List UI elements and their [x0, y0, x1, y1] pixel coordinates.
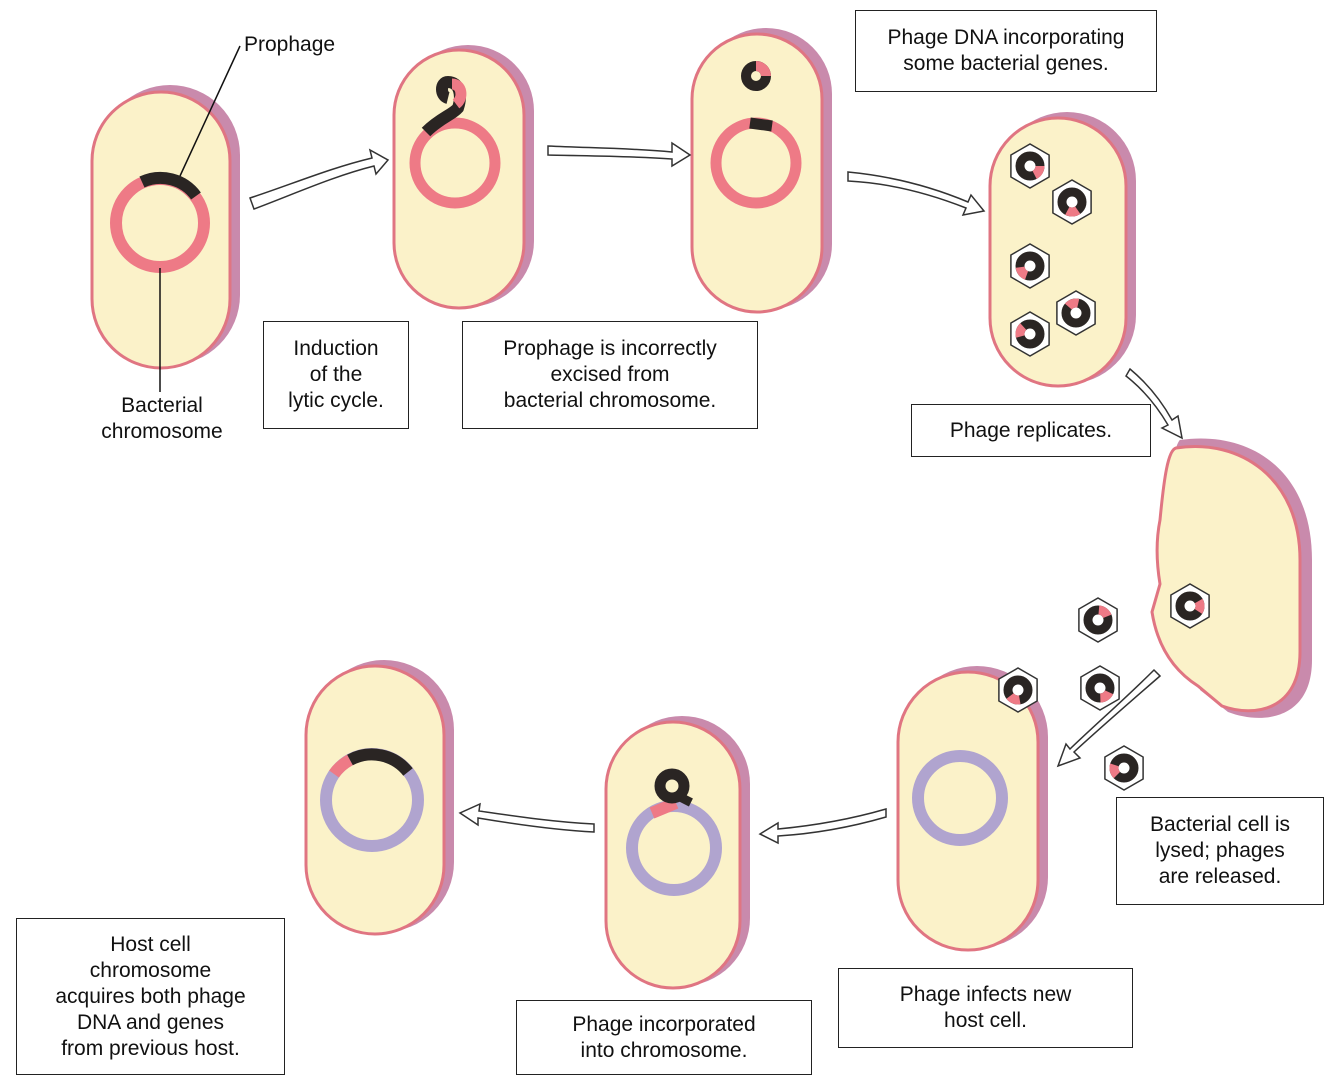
arrow-step-6 [760, 809, 886, 843]
phage-particle [1081, 666, 1119, 710]
bacterial-chromosome-label: Bacterial chromosome [82, 393, 242, 445]
arrow-step-1 [250, 150, 388, 209]
arrow-step-2 [548, 143, 690, 166]
phage-particle [1105, 746, 1143, 790]
step-induction-box: Induction of the lytic cycle. [263, 321, 409, 429]
arrow-step-7 [460, 804, 594, 832]
step-replicates-box: Phage replicates. [911, 404, 1151, 457]
step-infects-box: Phage infects new host cell. [838, 968, 1133, 1048]
step-incorporated-box: Phage incorporated into chromosome. [516, 1000, 812, 1075]
step-acquires-box: Host cell chromosome acquires both phage… [16, 918, 285, 1075]
step-incorporating-box: Phage DNA incorporating some bacterial g… [855, 10, 1157, 92]
phage-particle [1079, 598, 1117, 642]
cell-5-lysed [1152, 439, 1312, 718]
step-lysed-box: Bacterial cell is lysed; phages are rele… [1116, 797, 1324, 905]
prophage-label: Prophage [244, 32, 335, 58]
step-excision-box: Prophage is incorrectly excised from bac… [462, 321, 758, 429]
arrow-step-3 [848, 172, 984, 215]
